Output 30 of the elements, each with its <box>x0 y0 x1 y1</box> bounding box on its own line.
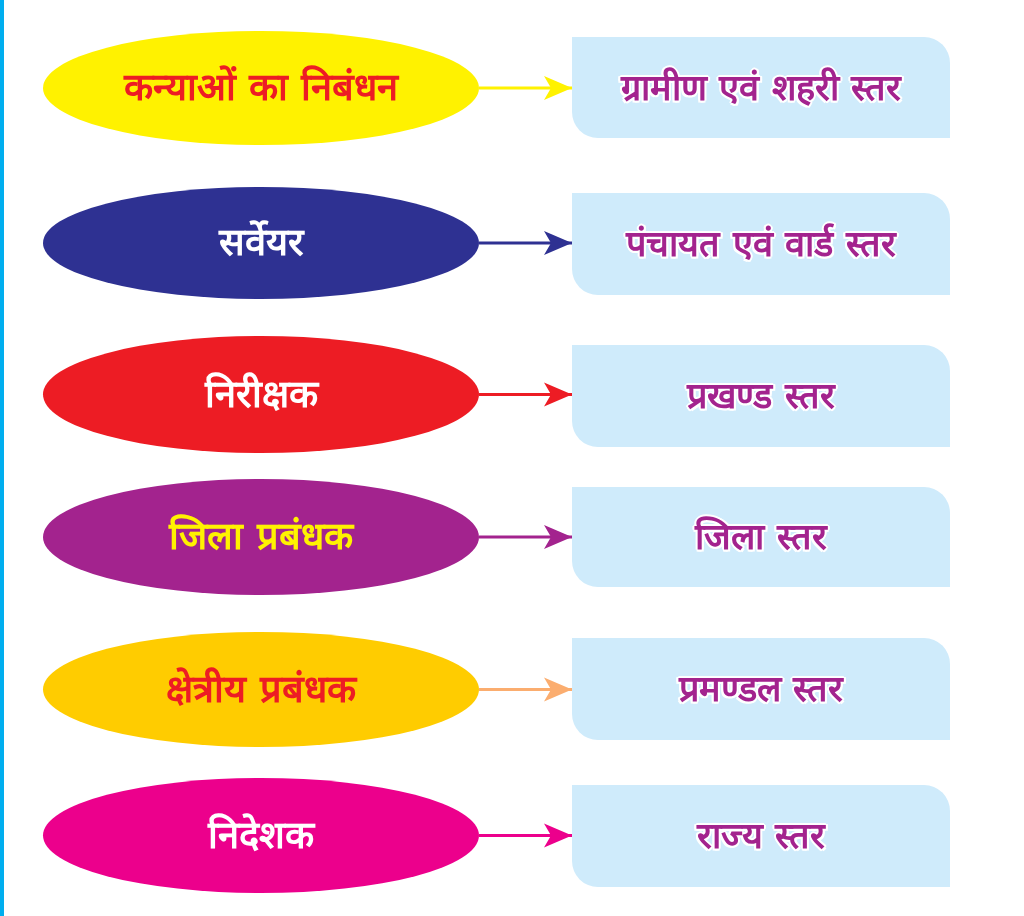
arrow <box>479 677 572 702</box>
arrow <box>479 823 572 848</box>
node-label: निदेशक <box>208 813 314 858</box>
ellipse <box>43 479 479 595</box>
rounded-box <box>572 37 950 138</box>
ellipse <box>43 632 479 747</box>
node-label: जिला स्तर <box>695 516 827 558</box>
ellipse <box>43 336 479 453</box>
ellipse <box>43 187 479 299</box>
node-label: प्रखण्ड स्तर <box>687 375 835 417</box>
arrow <box>479 525 572 549</box>
ellipse <box>43 31 479 145</box>
node-label: पंचायत एवं वार्ड स्तर <box>626 223 896 265</box>
rounded-box <box>572 785 950 887</box>
ellipse <box>43 778 479 893</box>
arrow <box>479 76 572 100</box>
node-label: क्षेत्रीय प्रबंधक <box>166 667 356 712</box>
rounded-box <box>572 345 950 447</box>
rounded-box <box>572 193 950 295</box>
node-label: जिला प्रबंधक <box>169 515 353 559</box>
rounded-box <box>572 487 950 587</box>
arrow <box>479 231 572 255</box>
arrow <box>479 382 572 407</box>
node-label: ग्रामीण एवं शहरी स्तर <box>620 66 902 109</box>
node-label: निरीक्षक <box>204 372 318 417</box>
node-label: कन्याओं का निबंधन <box>123 66 399 110</box>
rounded-box <box>572 638 950 740</box>
node-label: सर्वेयर <box>218 221 304 265</box>
node-label: राज्य स्तर <box>696 815 826 857</box>
node-label: प्रमण्डल स्तर <box>678 668 844 710</box>
